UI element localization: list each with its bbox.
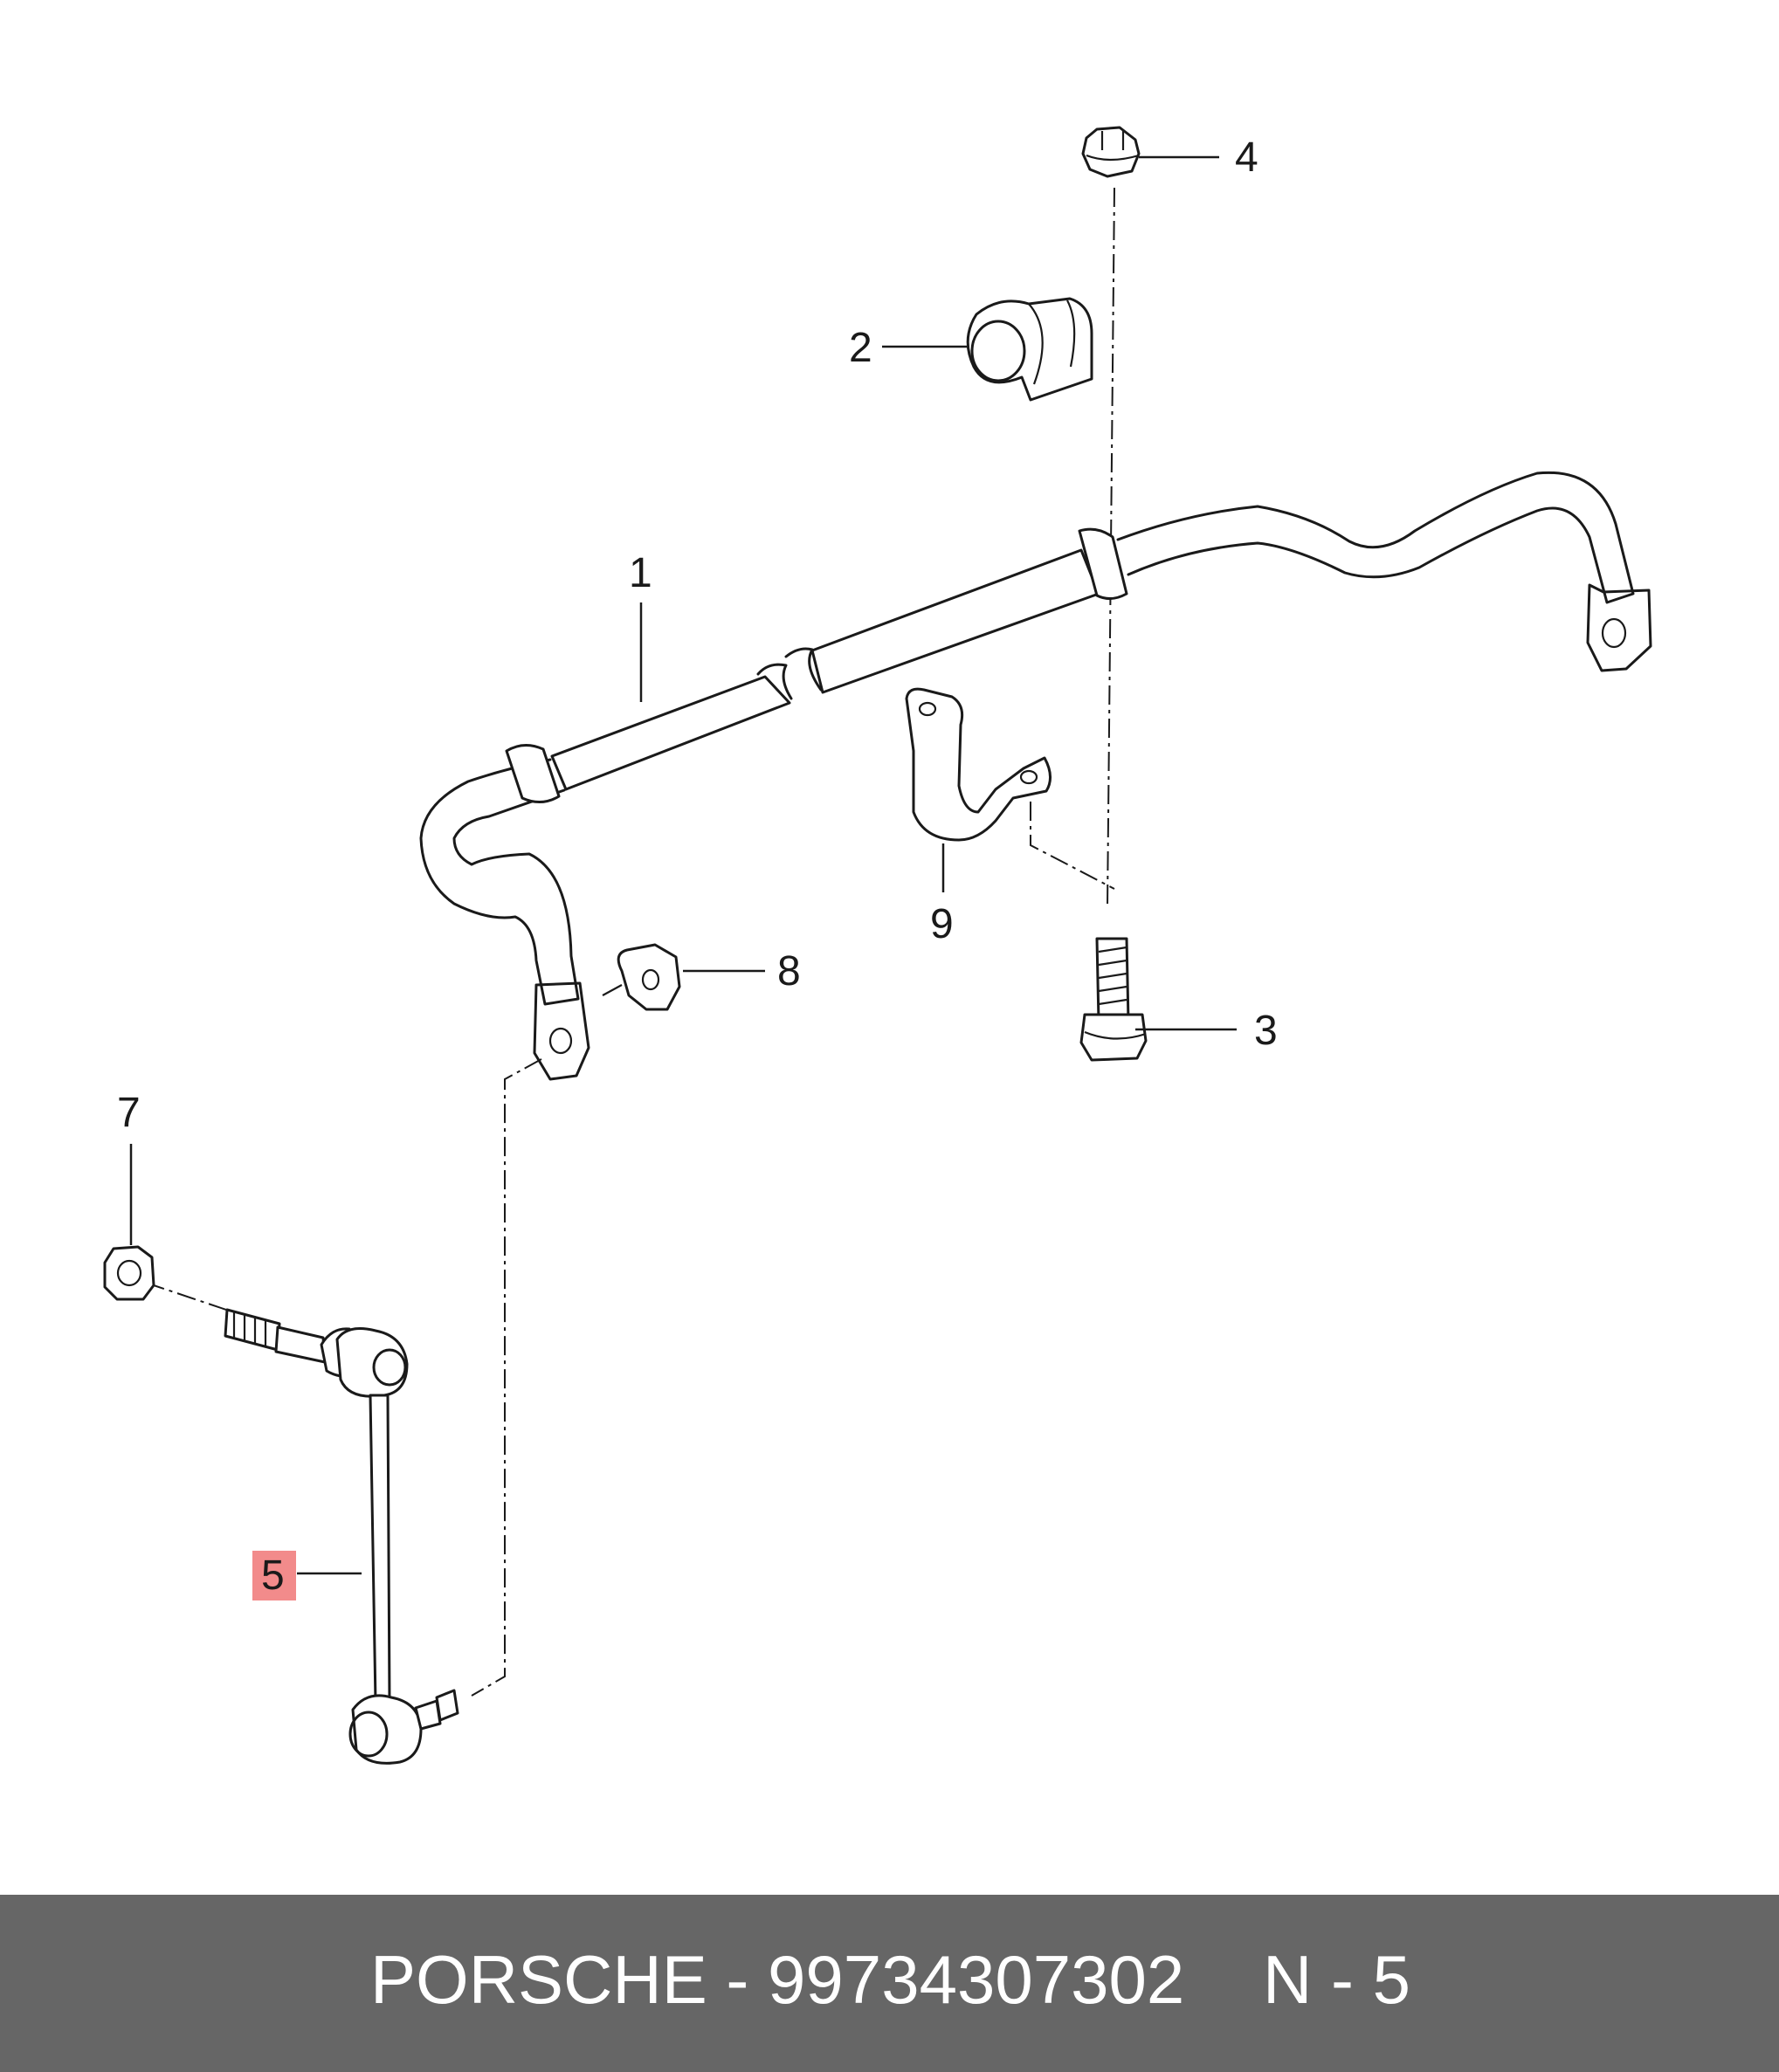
assembly-lines	[145, 187, 1115, 1697]
callout-4: 4	[1235, 134, 1258, 181]
callout-5-highlight	[252, 1551, 296, 1600]
callout-8: 8	[777, 948, 801, 995]
flange-bolt-3	[1079, 937, 1148, 1062]
stabilizer-bar	[419, 471, 1652, 1081]
callout-2: 2	[849, 325, 872, 371]
callout-9: 9	[930, 901, 954, 947]
footer-bar: PORSCHE - 99734307302 N - 5	[0, 1895, 1779, 2072]
callout-3: 3	[1254, 1008, 1278, 1054]
callout-leaders	[129, 155, 1237, 1575]
part-number-text: PORSCHE - 99734307302	[370, 1941, 1185, 2018]
coupling-rod	[224, 1308, 459, 1765]
clamp-bracket	[905, 687, 1052, 842]
rubber-mount	[966, 297, 1093, 402]
callout-1: 1	[629, 550, 652, 596]
flange-nut-4	[1081, 126, 1141, 178]
hex-nut-7	[103, 1245, 155, 1301]
callout-5: 5	[261, 1552, 285, 1599]
callout-labels: 1 2 3 4 5 7 8 9	[117, 134, 1278, 1600]
callout-7: 7	[117, 1090, 141, 1136]
exploded-parts-diagram: 1 2 3 4 5 7 8 9	[103, 126, 1652, 1765]
reference-number-text: N - 5	[1263, 1941, 1411, 2018]
flange-nut-8	[602, 943, 681, 1011]
